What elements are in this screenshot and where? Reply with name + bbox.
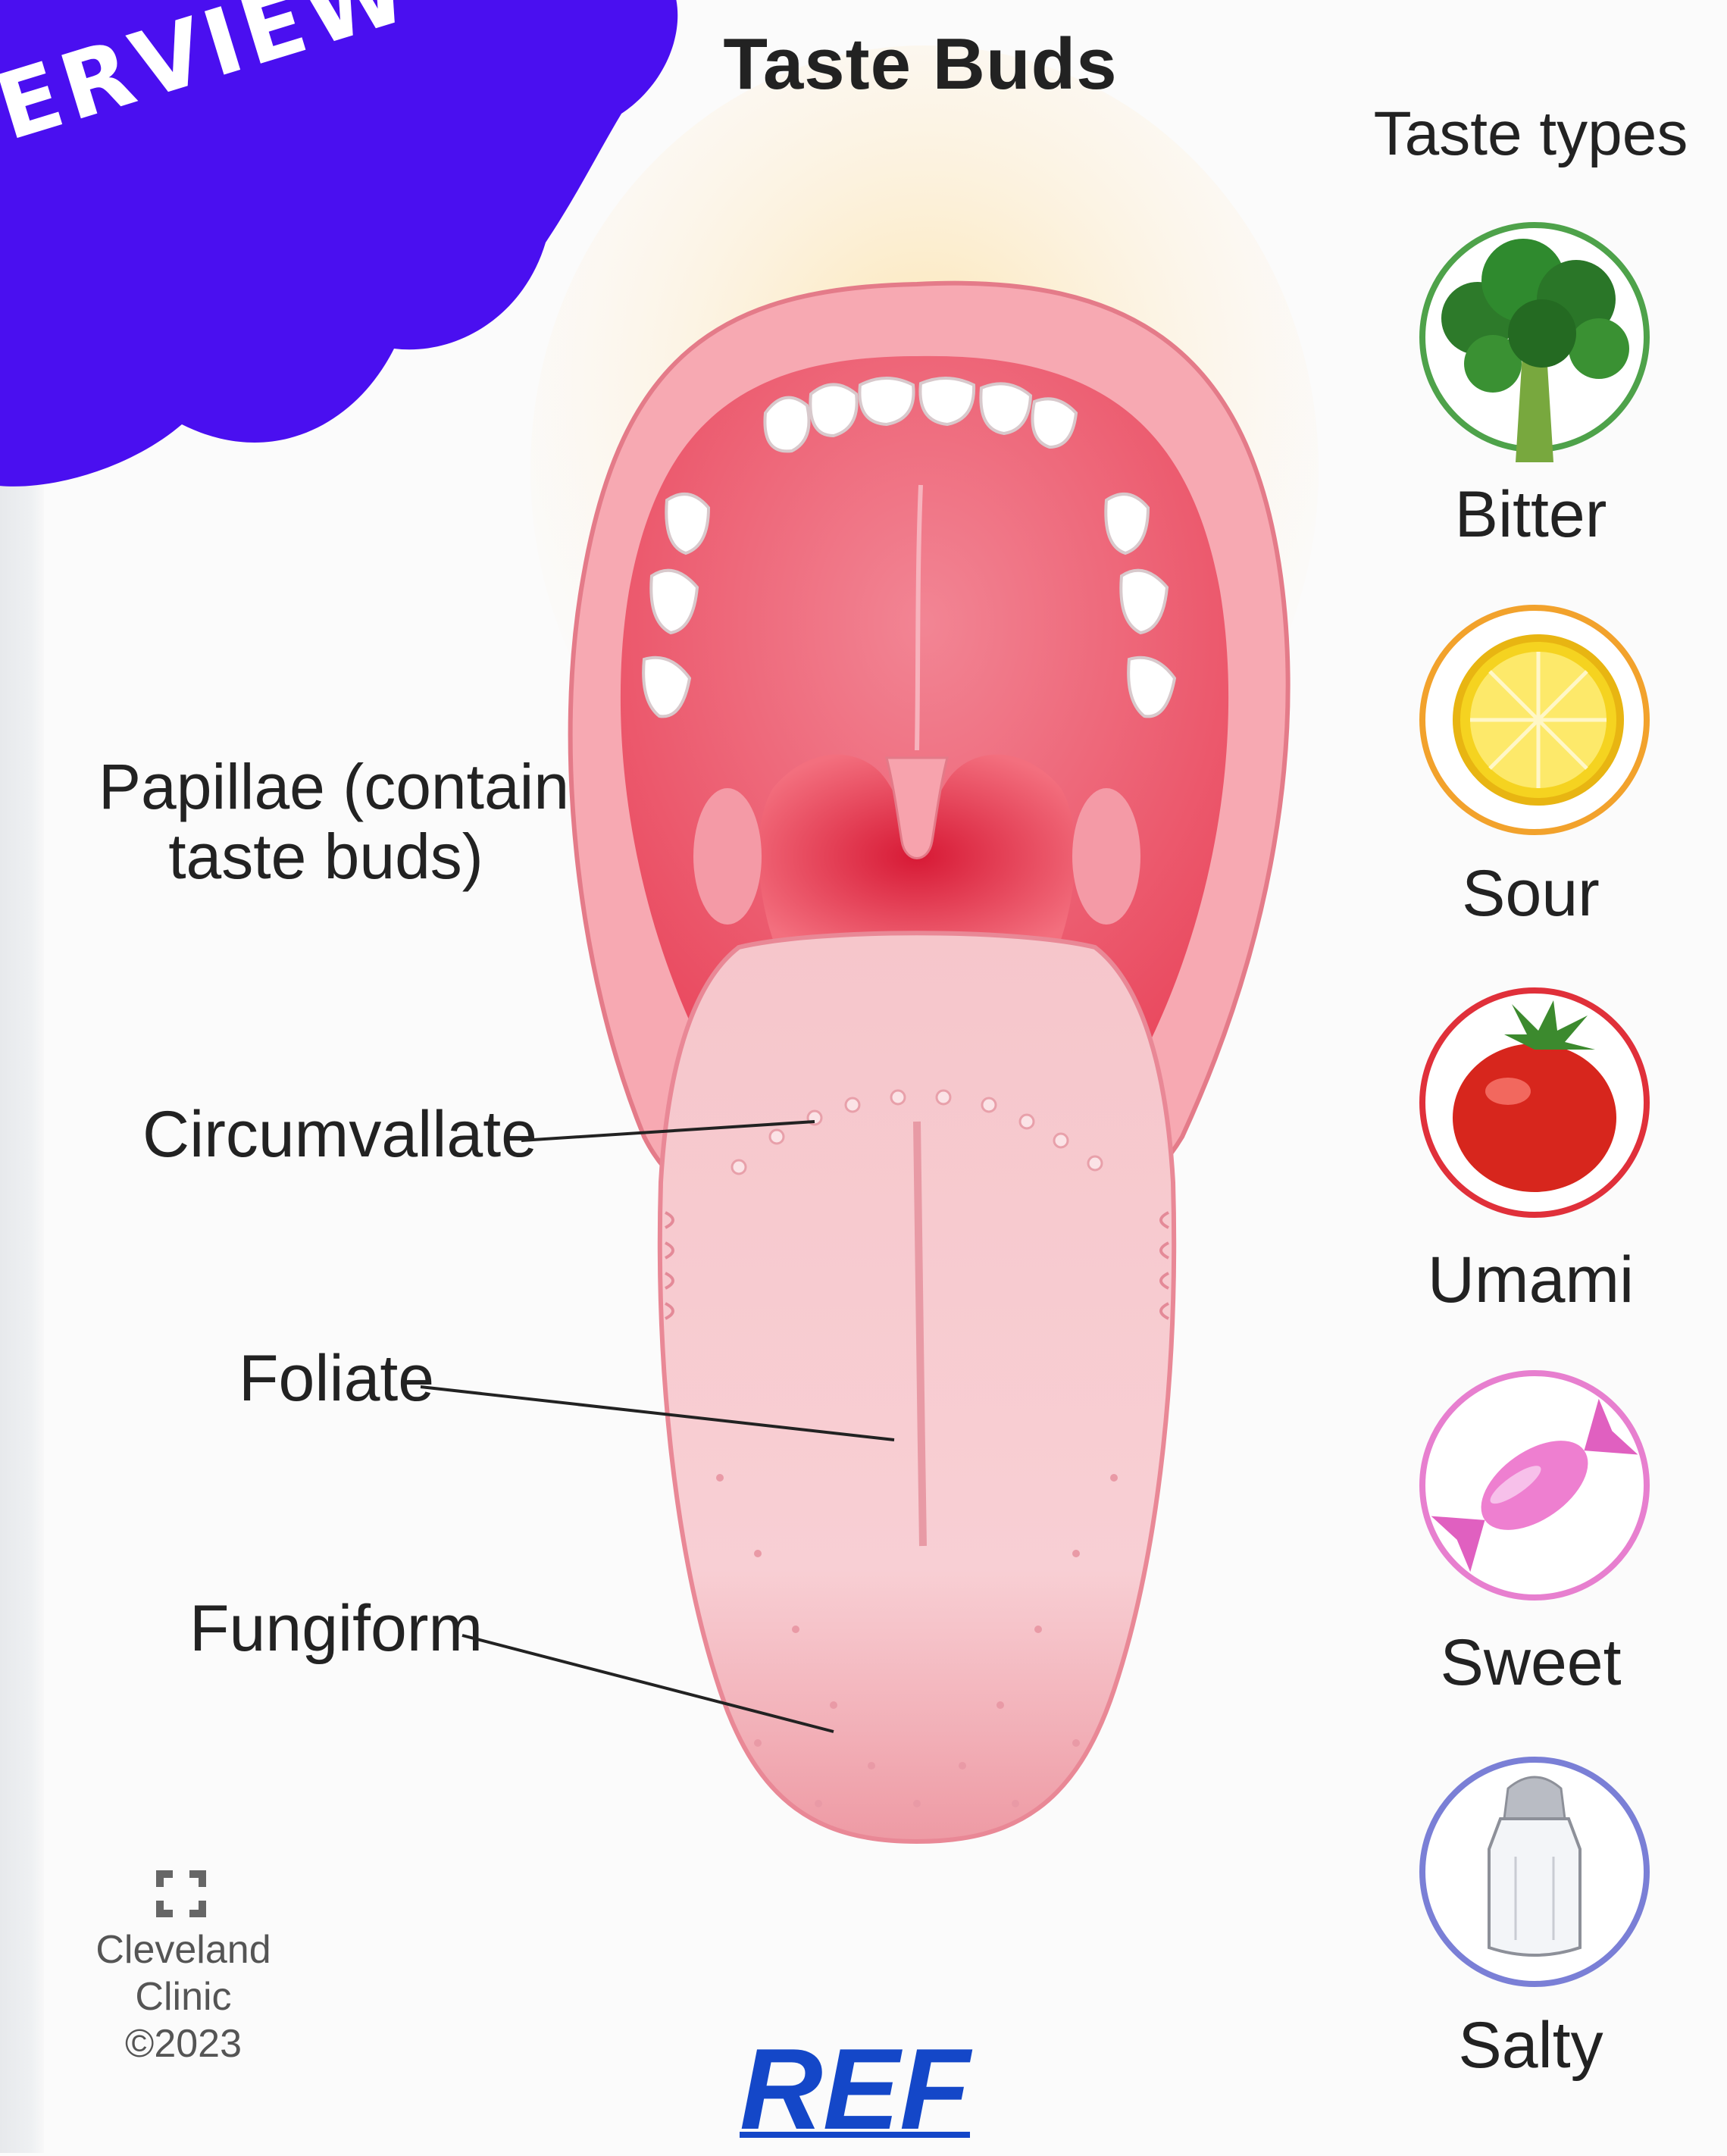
- diagram-title: Taste Buds: [0, 23, 1727, 106]
- sweet-icon-group: [1422, 1373, 1647, 1597]
- credit-line1: Cleveland: [85, 1926, 282, 1973]
- credit-line3: ©2023: [85, 2020, 282, 2067]
- papillae-callout-line1: Papillae (contain: [99, 752, 553, 821]
- salty-icon-group: [1422, 1760, 1647, 1984]
- credit-line2: Clinic: [85, 1973, 282, 2020]
- credit-block: Cleveland Clinic ©2023: [85, 1864, 282, 2067]
- sour-icon-group: [1422, 608, 1647, 832]
- foliate-label: Foliate: [239, 1341, 434, 1416]
- papillae-callout: Papillae (contain taste buds): [99, 752, 553, 891]
- bitter-icon-group: [1422, 225, 1647, 462]
- papillae-callout-line2: taste buds): [99, 821, 553, 891]
- taste-types-header: Taste types: [1356, 99, 1705, 170]
- circumvallate-label: Circumvallate: [142, 1097, 537, 1172]
- ref-link[interactable]: REF: [740, 2023, 970, 2156]
- umami-icon-group: [1422, 990, 1647, 1215]
- lemon-icon: [1456, 638, 1620, 802]
- taste-label-bitter: Bitter: [1356, 477, 1705, 552]
- taste-label-sweet: Sweet: [1356, 1626, 1705, 1701]
- fungiform-label: Fungiform: [189, 1591, 483, 1666]
- taste-label-umami: Umami: [1356, 1243, 1705, 1318]
- right-tonsil: [1072, 788, 1140, 925]
- taste-label-sour: Sour: [1356, 856, 1705, 931]
- left-tonsil: [693, 788, 762, 925]
- taste-label-salty: Salty: [1356, 2008, 1705, 2083]
